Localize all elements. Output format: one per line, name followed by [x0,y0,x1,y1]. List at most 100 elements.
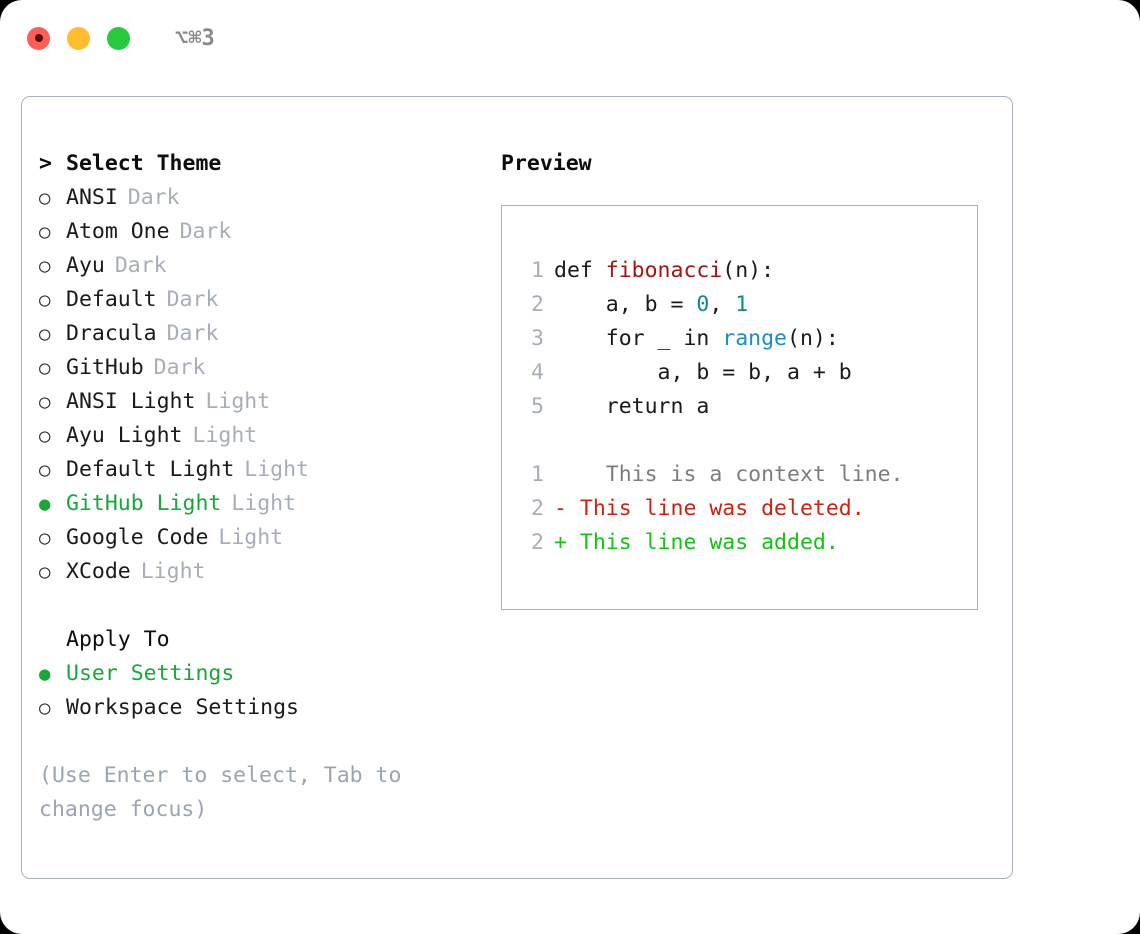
line-number: 4 [531,360,544,385]
code-line: 1 def fibonacci(n): [502,254,977,288]
diff-line-added: 2 + This line was added. [502,526,977,560]
radio-unselected-icon: ○ [39,425,51,447]
code-token-plain: , [709,292,736,317]
theme-option-4[interactable]: ○ Dracula Dark [39,317,489,351]
code-token-plain: return a [554,394,710,419]
theme-option-tag: Dark [166,287,219,312]
radio-unselected-icon: ○ [39,527,51,549]
theme-option-10[interactable]: ○ Google Code Light [39,521,489,555]
code-line: 4 a, b = b, a + b [502,356,977,390]
radio-selected-icon: ● [39,493,51,515]
code-token-num: 1 [735,292,749,317]
theme-option-tag: Light [140,559,206,584]
diff-line-text: This line was added. [579,530,839,555]
apply-to-list[interactable]: ● User Settings ○ Workspace Settings [39,657,489,725]
apply-to-marker-icon [39,623,66,657]
code-token-call: range [722,326,788,351]
code-token-fn: fibonacci [605,258,723,283]
theme-option-tag: Light [231,491,297,516]
apply-option-1[interactable]: ○ Workspace Settings [39,691,489,725]
theme-option-label: GitHub Light [66,491,222,516]
theme-option-tag: Dark [179,219,232,244]
diff-line-number: 2 [531,530,544,555]
code-token-plain: def [554,258,606,283]
apply-option-0[interactable]: ● User Settings [39,657,489,691]
theme-option-9[interactable]: ● GitHub Light Light [39,487,489,521]
theme-option-label: Ayu Light [66,423,183,448]
diff-line-context: 1 This is a context line. [502,458,977,492]
diff-line-number: 1 [531,462,544,487]
radio-unselected-icon: ○ [39,391,51,413]
line-number: 3 [531,326,544,351]
apply-option-label: User Settings [66,661,235,686]
code-line: 2 a, b = 0, 1 [502,288,977,322]
theme-option-label: Google Code [66,525,209,550]
keyboard-hint-text: (Use Enter to select, Tab to change focu… [39,763,402,822]
radio-unselected-icon: ○ [39,221,51,243]
code-token-plain: for _ in [554,326,723,351]
apply-option-label: Workspace Settings [66,695,299,720]
theme-option-0[interactable]: ○ ANSI Dark [39,181,489,215]
theme-option-label: Dracula [66,321,157,346]
theme-option-label: XCode [66,559,131,584]
theme-option-tag: Light [205,389,271,414]
keyboard-shortcut-label: ⌥⌘3 [175,25,215,51]
code-token-plain: (n): [722,258,775,283]
diff-marker-icon: + [554,530,580,555]
theme-option-6[interactable]: ○ ANSI Light Light [39,385,489,419]
theme-option-tag: Dark [166,321,219,346]
theme-option-label: Atom One [66,219,170,244]
code-line: 3 for _ in range(n): [502,322,977,356]
theme-option-label: Ayu [66,253,105,278]
apply-to-header: Apply To [39,623,489,657]
code-diff-spacer [502,424,977,458]
theme-option-tag: Light [192,423,258,448]
line-number: 5 [531,394,544,419]
preview-title: Preview [501,151,592,176]
code-line: 5 return a [502,390,977,424]
line-number: 2 [531,292,544,317]
diff-line-text: This is a context line. [579,462,904,487]
theme-option-1[interactable]: ○ Atom One Dark [39,215,489,249]
select-theme-title: Select Theme [66,151,222,176]
focus-marker-icon: > [39,151,52,176]
diff-marker-icon: - [554,496,580,521]
theme-option-label: ANSI [66,185,118,210]
radio-unselected-icon: ○ [39,187,51,209]
close-button[interactable] [27,26,50,50]
code-token-plain: (n): [787,326,839,351]
code-token-plain: a, b = [554,292,697,317]
theme-option-label: ANSI Light [66,389,196,414]
theme-option-label: Default [66,287,157,312]
minimize-button[interactable] [67,26,90,50]
radio-unselected-icon: ○ [39,459,51,481]
radio-unselected-icon: ○ [39,289,51,311]
radio-unselected-icon: ○ [39,697,51,719]
maximize-button[interactable] [107,26,130,50]
theme-option-label: GitHub [66,355,144,380]
radio-selected-icon: ● [39,663,51,685]
title-bar: ⌥⌘3 [0,0,1140,76]
theme-option-3[interactable]: ○ Default Dark [39,283,489,317]
diff-marker-icon [554,458,580,492]
theme-option-7[interactable]: ○ Ayu Light Light [39,419,489,453]
theme-option-tag: Dark [127,185,180,210]
section-spacer [39,589,489,623]
theme-option-tag: Light [218,525,284,550]
apply-to-title: Apply To [66,627,170,652]
radio-unselected-icon: ○ [39,323,51,345]
line-number: 1 [531,258,544,283]
diff-line-deleted: 2- This line was deleted. [502,492,977,526]
diff-sample-block: 1 This is a context line.2- This line wa… [502,458,977,560]
